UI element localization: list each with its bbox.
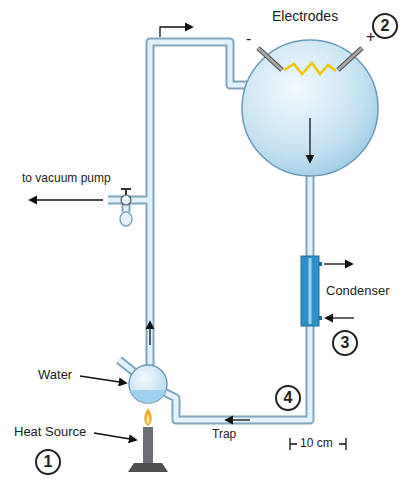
scale-bar [290,438,346,450]
callout-text: 1 [44,454,53,470]
flow-arrow [160,27,192,37]
part-label: Trap [212,428,236,442]
callout-text: 2 [381,18,390,34]
coolant-out-arrow [324,263,352,264]
part-label: Condenser [326,284,390,299]
part-label: Heat Source [14,425,86,440]
water [130,390,166,403]
scale-label: 10 cm [300,437,333,451]
callout-text: 4 [284,390,293,406]
callout-number: 2 [372,13,398,39]
polarity-sign: - [246,30,251,48]
flow-arrow [309,118,310,162]
leader-arrow [94,433,136,440]
callout-number: 4 [275,385,301,411]
spark [284,63,336,74]
condenser-jacket [301,256,319,326]
part-label: Water [38,368,72,383]
part-label: to vacuum pump [22,172,111,186]
condenser-core [309,258,312,324]
stopcock [30,189,132,226]
leader-arrow [80,376,126,383]
flow-arrow [226,419,250,420]
reaction-flask [242,40,378,176]
callout-text: 3 [341,335,350,351]
callout-number: 1 [35,449,61,475]
flow-arrow [149,322,150,345]
boiling-flask [129,365,167,403]
callout-number: 3 [332,330,358,356]
coolant-in-arrow [326,317,354,318]
part-label: Electrodes [272,8,338,24]
